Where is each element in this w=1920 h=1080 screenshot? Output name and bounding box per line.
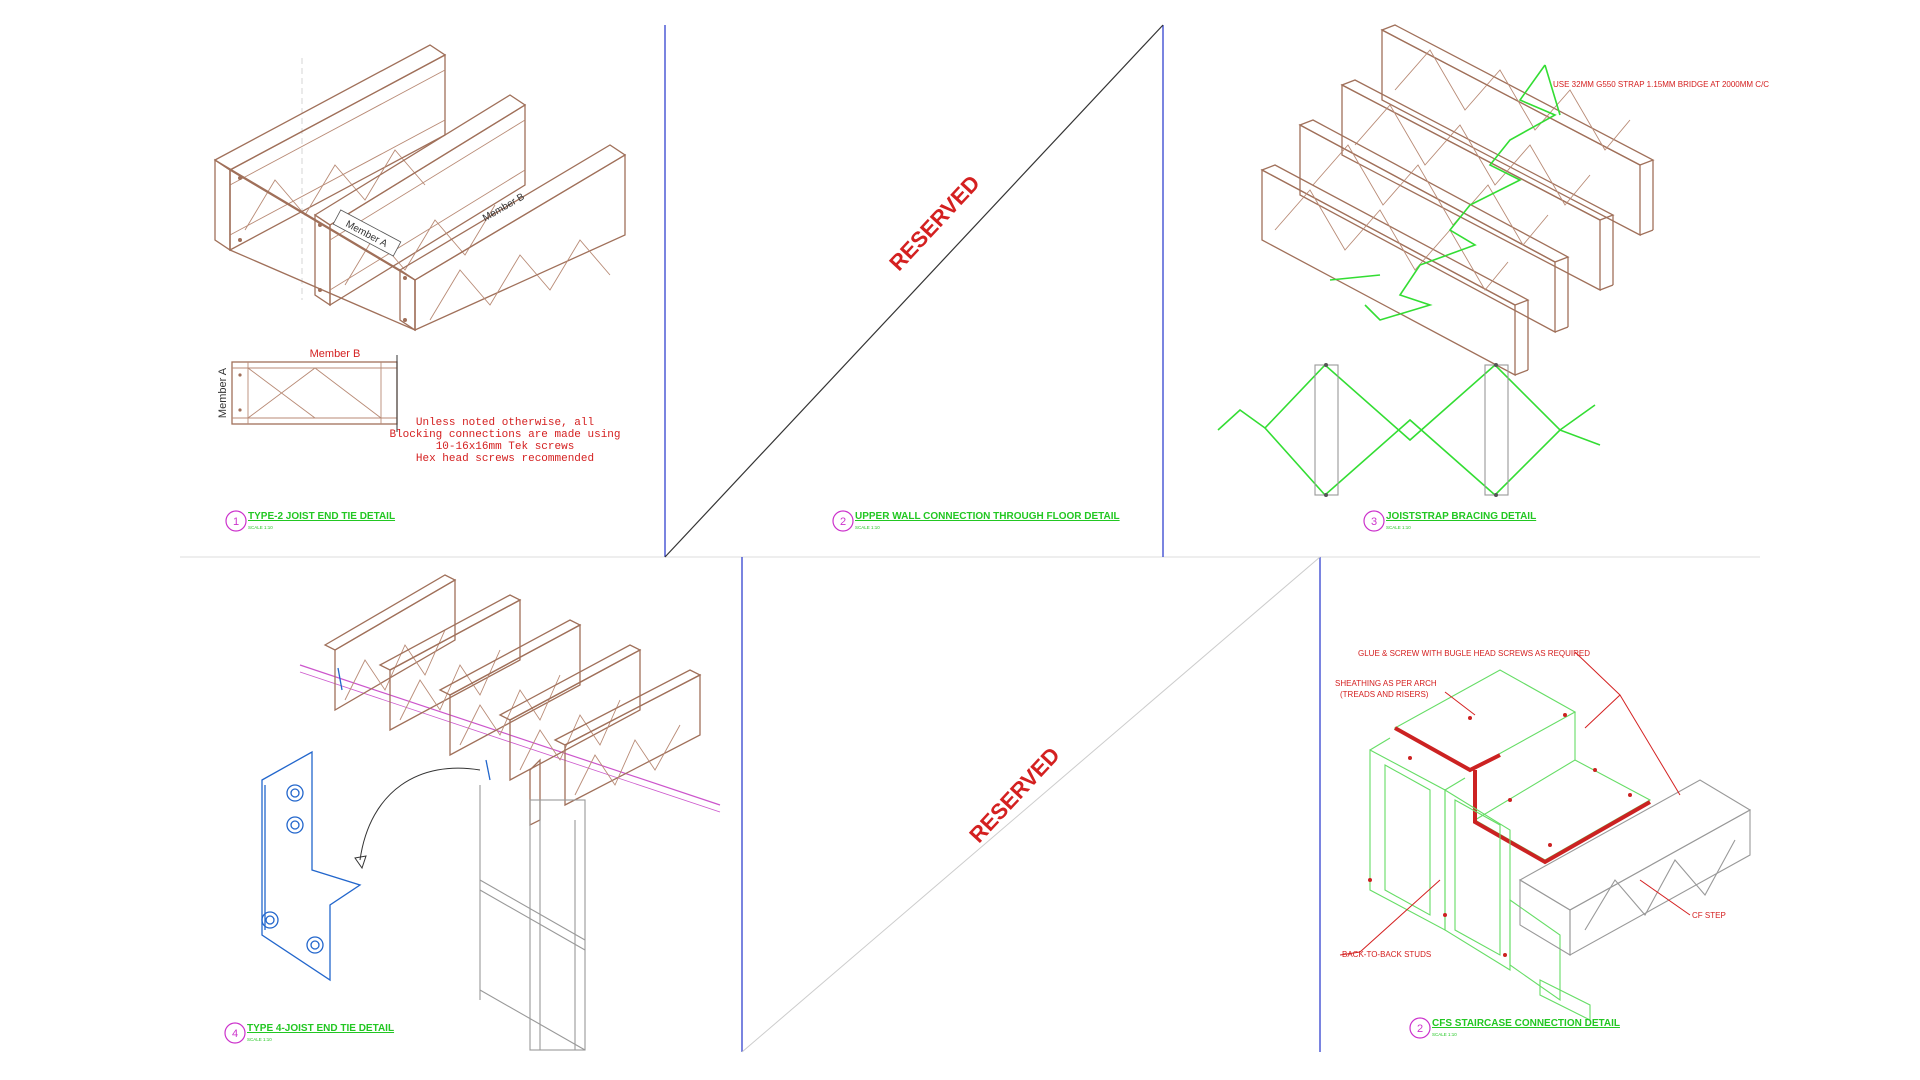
cf-step bbox=[1518, 779, 1752, 956]
svg-text:Blocking connections are made: Blocking connections are made using bbox=[389, 429, 620, 441]
panel-1-title: TYPE-2 JOIST END TIE DETAIL bbox=[248, 511, 395, 522]
joist-third bbox=[398, 144, 627, 332]
title-panel-4: 4 TYPE 4-JOIST END TIE DETAIL SCALE 1:10 bbox=[224, 1022, 394, 1044]
joist-member-a bbox=[213, 44, 447, 252]
strap-elevation bbox=[1217, 363, 1601, 497]
reserved-panel-lower: RESERVED bbox=[741, 556, 1321, 1053]
panel-2-number: 2 bbox=[840, 516, 846, 528]
strap-iso bbox=[1364, 64, 1557, 321]
panel-3-scale: SCALE 1:10 bbox=[1386, 525, 1411, 530]
panel-2-scale: SCALE 1:10 bbox=[855, 525, 880, 530]
step-note: CF STEP bbox=[1692, 911, 1726, 920]
detail-3-strap-bracing: USE 32MM G550 STRAP 1.15MM BRIDGE AT 200… bbox=[1217, 24, 1769, 497]
panel-4-scale: SCALE 1:10 bbox=[247, 1037, 272, 1042]
joist-member-b bbox=[313, 94, 527, 307]
member-b-label: Member B bbox=[310, 348, 361, 360]
blocking-note: Unless noted otherwise, all Blocking con… bbox=[389, 417, 620, 465]
panel-1-number: 1 bbox=[233, 516, 239, 528]
sheathing-note-1: SHEATHING AS PER ARCH bbox=[1335, 679, 1437, 688]
title-panel-2: 2 UPPER WALL CONNECTION THROUGH FLOOR DE… bbox=[832, 510, 1120, 532]
panel-4-title: TYPE 4-JOIST END TIE DETAIL bbox=[247, 1023, 394, 1034]
panel-3-title: JOISTSTRAP BRACING DETAIL bbox=[1386, 511, 1536, 522]
member-a-label: Member A bbox=[217, 367, 229, 418]
svg-text:Unless noted otherwise, all: Unless noted otherwise, all bbox=[416, 417, 594, 429]
detail-4-joist-end-tie bbox=[261, 574, 721, 1051]
panel-4-number: 4 bbox=[232, 1028, 238, 1040]
panel-5-scale: SCALE 1:10 bbox=[1432, 1032, 1457, 1037]
elevation-view: Member B Member A bbox=[217, 348, 398, 432]
reserved-panel-upper: RESERVED bbox=[664, 24, 1164, 558]
panel-2-title: UPPER WALL CONNECTION THROUGH FLOOR DETA… bbox=[855, 511, 1120, 522]
reserved-label-lower: RESERVED bbox=[964, 742, 1065, 847]
sheathing-note-2: (TREADS AND RISERS) bbox=[1340, 690, 1429, 699]
panel-1-scale: SCALE 1:10 bbox=[248, 525, 273, 530]
stud-frame bbox=[1369, 737, 1591, 1021]
title-panel-1: 1 TYPE-2 JOIST END TIE DETAIL SCALE 1:10 bbox=[225, 510, 395, 532]
panel-dividers bbox=[180, 25, 1760, 1052]
tie-bracket bbox=[261, 750, 362, 982]
studs-note: BACK-TO-BACK STUDS bbox=[1342, 950, 1431, 959]
glue-note: GLUE & SCREW WITH BUGLE HEAD SCREWS AS R… bbox=[1358, 649, 1590, 658]
wall-frame bbox=[479, 785, 586, 1051]
panel-5-number: 2 bbox=[1417, 1023, 1423, 1035]
svg-text:Hex head screws recommended: Hex head screws recommended bbox=[416, 453, 594, 465]
panel-5-title: CFS STAIRCASE CONNECTION DETAIL bbox=[1432, 1018, 1620, 1029]
joist-array bbox=[323, 574, 702, 827]
panel-3-number: 3 bbox=[1371, 516, 1377, 528]
detail-1-joist-end-tie: Member A Member B Member B Member A Unle… bbox=[213, 44, 627, 465]
svg-text:10-16x16mm Tek screws: 10-16x16mm Tek screws bbox=[436, 441, 575, 453]
strap-note: USE 32MM G550 STRAP 1.15MM BRIDGE AT 200… bbox=[1553, 80, 1769, 89]
reserved-label-upper: RESERVED bbox=[884, 170, 985, 275]
detail-5-staircase: GLUE & SCREW WITH BUGLE HEAD SCREWS AS R… bbox=[1335, 649, 1752, 1021]
title-panel-3: 3 JOISTSTRAP BRACING DETAIL SCALE 1:10 bbox=[1363, 510, 1536, 532]
joist-row bbox=[1260, 24, 1655, 377]
title-panel-5: 2 CFS STAIRCASE CONNECTION DETAIL SCALE … bbox=[1409, 1017, 1620, 1039]
